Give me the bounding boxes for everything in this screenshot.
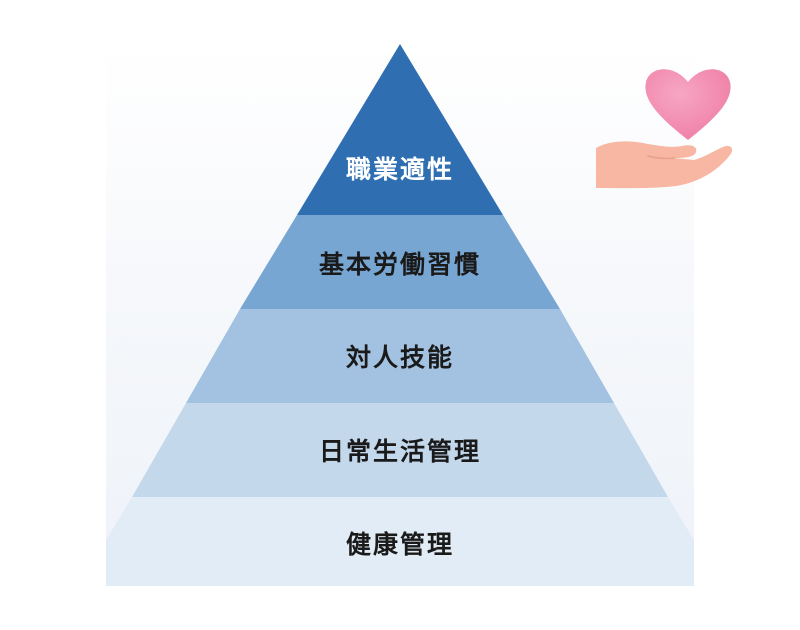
heart-in-hand-icon xyxy=(590,60,740,195)
pyramid-level-2-band xyxy=(240,215,560,309)
pyramid-level-1-band xyxy=(297,44,503,215)
pyramid-level-1: 職業適性 xyxy=(297,44,503,215)
pyramid-level-4-label: 日常生活管理 xyxy=(319,437,481,466)
pyramid-level-1-label: 職業適性 xyxy=(346,155,454,184)
thumb-crease-icon xyxy=(647,155,675,160)
heart-icon xyxy=(645,69,731,140)
pyramid-level-2: 基本労働習慣 xyxy=(240,215,560,309)
pyramid-level-3: 対人技能 xyxy=(186,309,614,403)
pyramid-level-5-band xyxy=(106,497,694,586)
pyramid-level-3-band xyxy=(186,309,614,403)
palm-icon xyxy=(596,141,733,189)
pyramid-level-2-label: 基本労働習慣 xyxy=(319,250,481,279)
pyramid-level-5: 健康管理 xyxy=(106,497,694,586)
pyramid-level-5-label: 健康管理 xyxy=(346,530,454,559)
pyramid-level-4-band xyxy=(132,403,668,497)
pyramid-level-4: 日常生活管理 xyxy=(132,403,668,497)
pyramid-level-3-label: 対人技能 xyxy=(346,343,454,372)
